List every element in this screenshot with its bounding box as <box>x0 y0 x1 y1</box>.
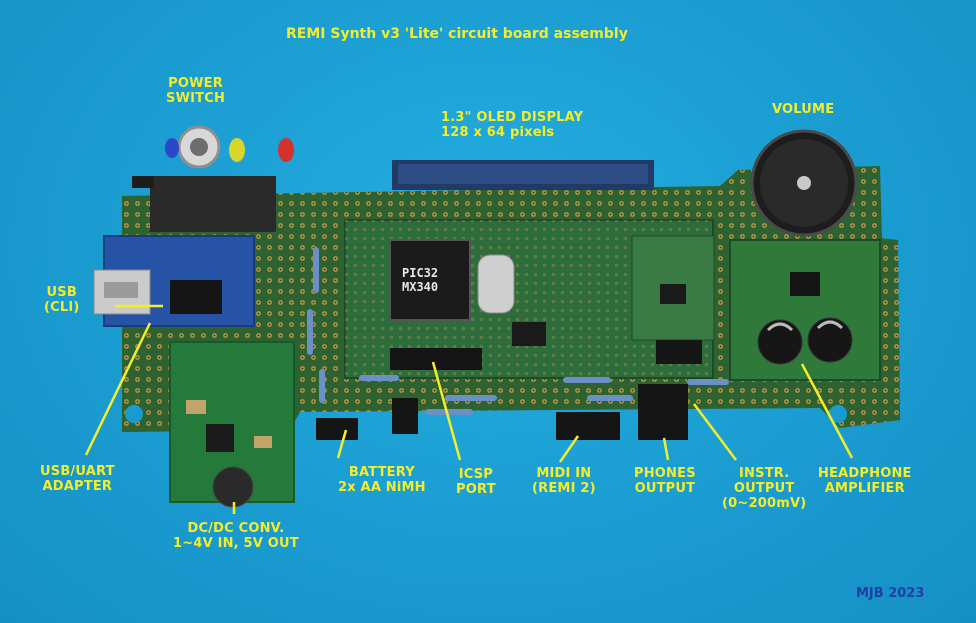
volume-knob <box>750 129 858 237</box>
header-pins <box>316 348 688 440</box>
label-midi-in: MIDI IN (REMI 2) <box>532 466 596 496</box>
label-oled-display: 1.3" OLED DISPLAY 128 x 64 pixels <box>441 110 584 140</box>
power-switch <box>132 125 294 297</box>
usb-uart-adapter-board <box>93 235 255 327</box>
label-power-switch: POWER SWITCH <box>166 76 226 106</box>
label-battery: BATTERY 2x AA NiMH <box>338 465 426 495</box>
resistors <box>307 247 729 415</box>
label-headphone-amplifier: HEADPHONE AMPLIFIER <box>818 466 912 496</box>
oled-display <box>392 160 654 190</box>
label-dcdc-converter: DC/DC CONV. 1~4V IN, 5V OUT <box>173 521 299 551</box>
dcdc-converter-board <box>169 341 295 508</box>
headphone-amp-module <box>729 239 881 381</box>
author-signature: MJB 2023 <box>856 586 925 601</box>
label-phones-output: PHONES OUTPUT <box>634 466 696 496</box>
label-instr-output: INSTR. OUTPUT (0~200mV) <box>722 466 807 511</box>
label-icsp-port: ICSP PORT <box>456 467 496 497</box>
mcu-chip-marking: PIC32 MX340 <box>402 266 439 294</box>
pointer-lines <box>84 304 854 514</box>
label-volume: VOLUME <box>772 102 835 117</box>
photo-title: REMI Synth v3 'Lite' circuit board assem… <box>286 26 628 42</box>
label-usb-uart-adapter: USB/UART ADAPTER <box>40 464 115 494</box>
label-usb-cli: USB (CLI) <box>44 285 80 315</box>
